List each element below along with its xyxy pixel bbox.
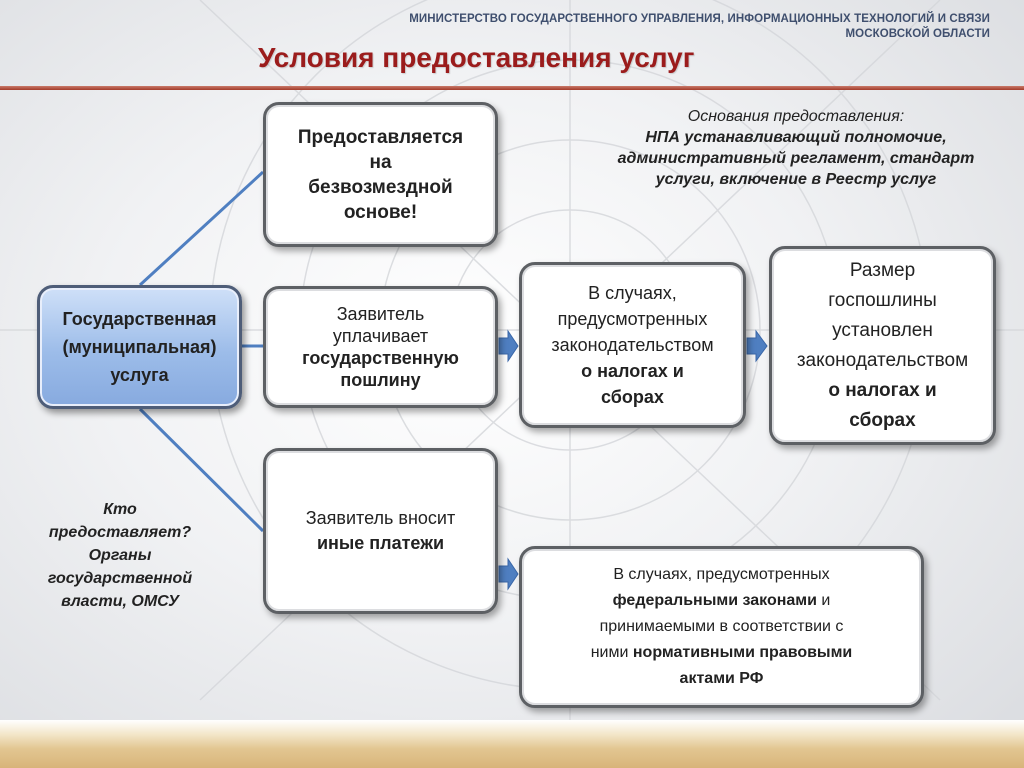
main-node-line-3: услуга [110, 365, 169, 385]
detail-duty-amount: Размер госпошлины установлен законодател… [769, 246, 996, 445]
who-answer-1: Органы [88, 547, 152, 564]
duty-line-1: Заявитель [336, 304, 425, 324]
footer-bar [0, 720, 1024, 768]
main-node-line-1: Государственная [62, 309, 217, 329]
amount-bold-2: сборах [849, 409, 916, 431]
who-answer-3: власти, ОМСУ [61, 593, 179, 610]
ministry-line-1: МИНИСТЕРСТВО ГОСУДАРСТВЕННОГО УПРАВЛЕНИЯ… [409, 13, 990, 25]
who-provides-note: Кто предоставляет? Органы государственно… [18, 498, 222, 613]
amount-line-2: госпошлины [828, 289, 937, 311]
tax-bold-1: о налогах и [581, 361, 684, 381]
detail-tax-cases: В случаях, предусмотренных законодательс… [519, 262, 746, 428]
federal-mid-1: и [816, 592, 831, 609]
amount-line-3: установлен [832, 319, 933, 341]
tax-line-3: законодательством [551, 335, 714, 355]
federal-line-1: В случаях, предусмотренных [613, 566, 830, 583]
federal-bold-3: актами РФ [679, 670, 764, 687]
free-line-4: основе! [343, 201, 418, 223]
slide-title: Условия предоставления услуг [258, 42, 695, 73]
branch-state-duty: Заявитель уплачивает государственную пош… [263, 286, 498, 408]
federal-line-2: принимаемыми в соответствии с [599, 618, 844, 635]
branch-other-payments: Заявитель вносит иные платежи [263, 448, 498, 614]
main-node-line-2: (муниципальная) [62, 337, 217, 357]
who-answer-2: государственной [47, 570, 193, 587]
title-underline [0, 86, 1024, 90]
tax-bold-2: сборах [601, 387, 664, 407]
other-bold: иные платежи [316, 533, 445, 553]
branch-free-of-charge: Предоставляется на безвозмездной основе! [263, 102, 498, 247]
who-question-2: предоставляет? [48, 524, 192, 541]
tax-line-1: В случаях, [588, 283, 677, 303]
who-question: Кто [103, 501, 137, 518]
duty-bold-2: пошлину [340, 370, 421, 390]
main-node-state-service: Государственная (муниципальная) услуга [37, 285, 242, 409]
free-line-2: на [369, 151, 392, 173]
amount-line-4: законодательством [796, 349, 969, 371]
free-line-3: безвозмездной [308, 176, 453, 198]
basis-heading: Основания предоставления: [687, 108, 905, 125]
tax-line-2: предусмотренных [557, 309, 708, 329]
amount-bold-1: о налогах и [828, 379, 937, 401]
federal-bold-1: федеральными законами [612, 592, 817, 609]
duty-bold-1: государственную [302, 348, 459, 368]
amount-line-1: Размер [849, 259, 916, 281]
ministry-header: МИНИСТЕРСТВО ГОСУДАРСТВЕННОГО УПРАВЛЕНИЯ… [370, 12, 990, 42]
duty-line-2: уплачивает [332, 326, 429, 346]
other-text: Заявитель вносит [305, 508, 456, 528]
free-line-1: Предоставляется [297, 126, 464, 148]
federal-bold-2: нормативными правовыми [632, 644, 853, 661]
ministry-line-2: МОСКОВСКОЙ ОБЛАСТИ [845, 28, 990, 40]
federal-line-3a: ними [590, 644, 633, 661]
basis-text: НПА устанавливающий полномочие, админист… [617, 129, 975, 188]
detail-federal-laws: В случаях, предусмотренных федеральными … [519, 546, 924, 708]
basis-note: Основания предоставления: НПА устанавлив… [596, 106, 996, 190]
